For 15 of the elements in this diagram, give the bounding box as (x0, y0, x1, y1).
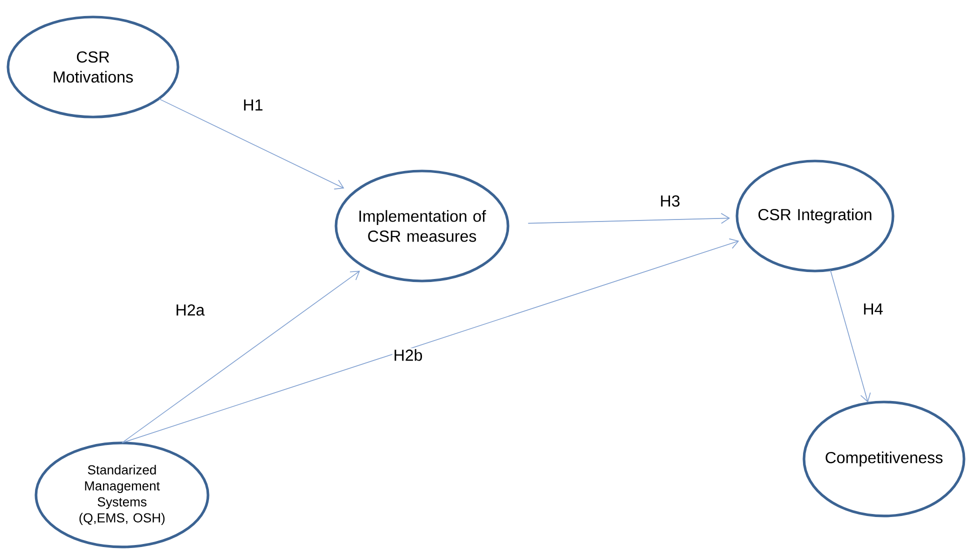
ellipse-node: CSR Integration (736, 160, 894, 272)
edge-label: H3 (658, 194, 682, 208)
ellipse-node: CSR Motivations (6, 16, 180, 118)
ellipse-node: Competitiveness (802, 400, 966, 518)
arrow (122, 238, 740, 444)
ellipse-node: Standarized Management Systems (Q,EMS, OSH) (34, 442, 210, 548)
edge-label: H4 (862, 302, 884, 316)
arrow (158, 98, 344, 190)
ellipse-node: Implementation of CSR measures (334, 170, 510, 282)
edge-label: H2a (174, 303, 206, 317)
arrow (122, 270, 360, 444)
arrow (830, 270, 871, 402)
edge-label: H2b (392, 348, 424, 362)
edge-label: H1 (242, 98, 264, 112)
arrow (528, 212, 730, 224)
